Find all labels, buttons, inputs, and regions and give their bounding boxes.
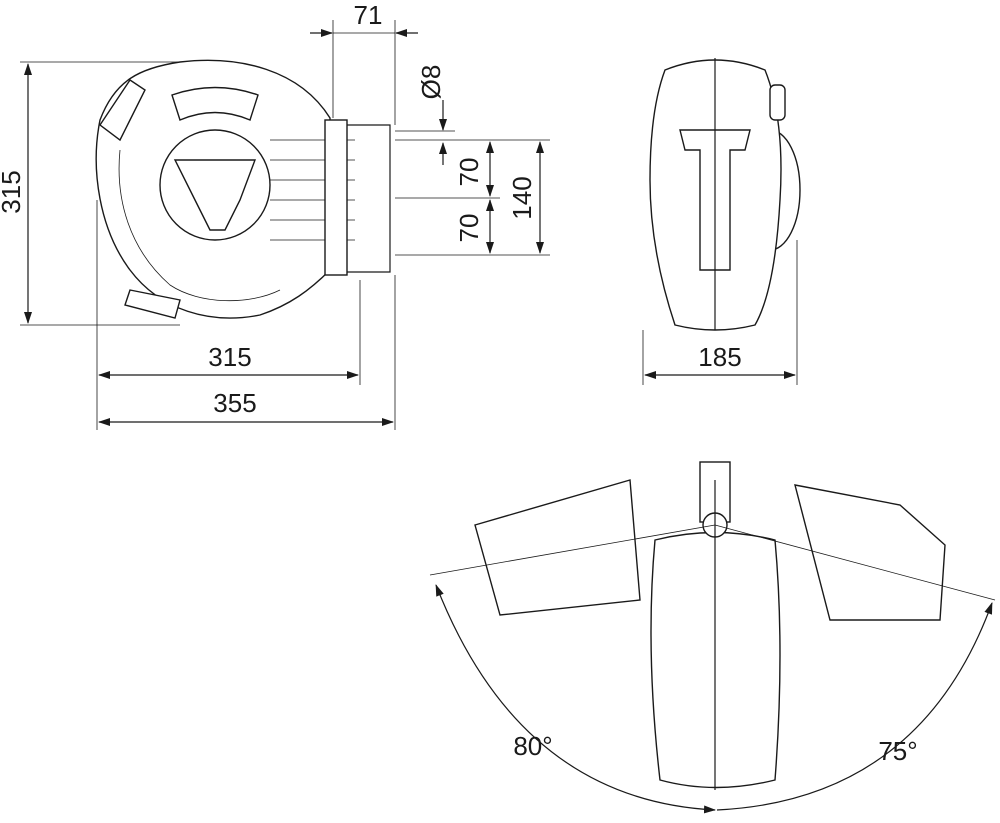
right-angle-label: 75° [878, 736, 917, 766]
hole-diameter-label: Ø8 [416, 65, 446, 100]
body-width-label: 315 [208, 342, 251, 372]
rotation-view: 80° 75° [429, 461, 996, 814]
side-view [95, 59, 391, 319]
lower-spacing-label: 70 [454, 214, 484, 243]
front-view: 185 [642, 58, 801, 385]
height-label: 315 [0, 170, 26, 213]
total-spacing-label: 140 [507, 176, 537, 219]
bracket-depth-label: 71 [354, 0, 383, 30]
left-angle-label: 80° [513, 731, 552, 761]
side-dimensions: 315 315 355 71 Ø8 70 70 140 [0, 0, 550, 430]
upper-spacing-label: 70 [454, 158, 484, 187]
total-width-label: 355 [213, 388, 256, 418]
depth-label: 185 [698, 342, 741, 372]
